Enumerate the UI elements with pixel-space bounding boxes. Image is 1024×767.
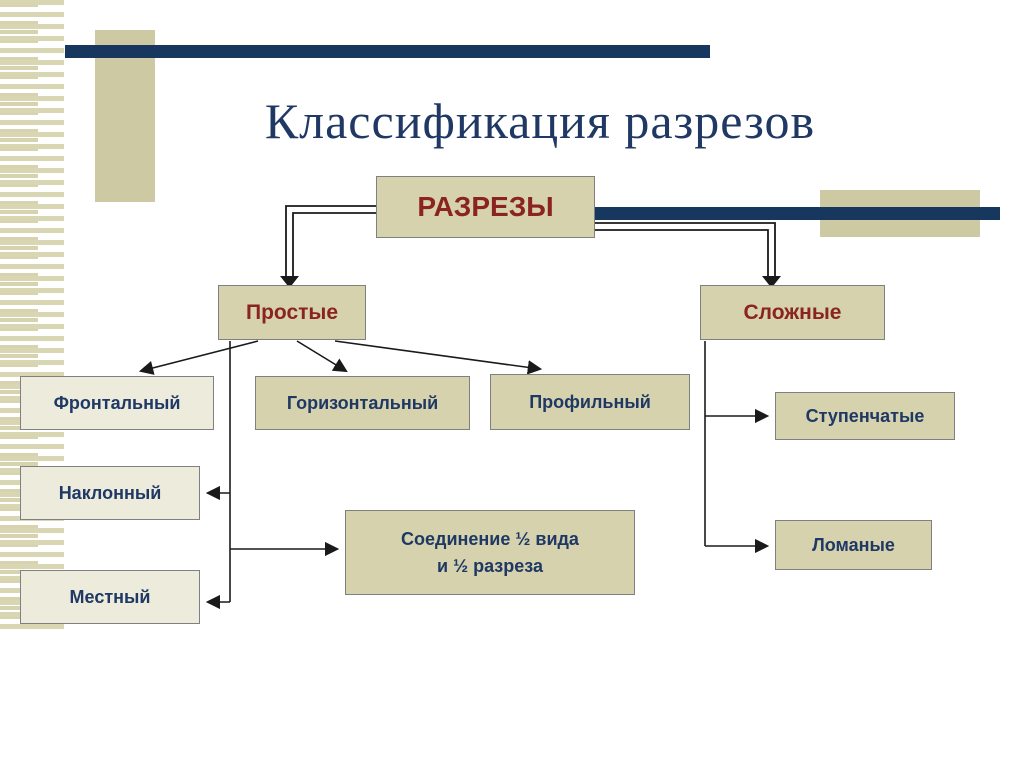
node-frontalny-label: Фронтальный [53,392,181,413]
node-slozhnye: Сложные [700,285,885,340]
node-naklonny: Наклонный [20,466,200,520]
node-soedinenie-label: Соединение ½ вида и ½ разреза [401,526,579,578]
left-stripe-decoration [0,0,88,632]
top-navy-bar [65,45,710,58]
node-gorizontalny-label: Горизонтальный [286,392,439,413]
node-prostye: Простые [218,285,366,340]
node-lomanye-label: Ломаные [812,534,895,555]
node-profilny-label: Профильный [529,391,651,412]
node-razrezy-label: РАЗРЕЗЫ [417,191,554,222]
slide-title: Классификация разрезов [264,93,816,149]
node-slozhnye-label: Сложные [743,300,842,324]
node-stupenchatye-label: Ступенчатые [805,405,925,426]
node-soedinenie: Соединение ½ вида и ½ разреза [345,510,635,595]
node-stupenchatye: Ступенчатые [775,392,955,440]
node-razrezy: РАЗРЕЗЫ [376,176,595,238]
node-prostye-label: Простые [245,300,339,324]
top-left-accent-rectangle [95,30,155,202]
node-mestny-label: Местный [69,586,151,607]
node-mestny: Местный [20,570,200,624]
node-naklonny-label: Наклонный [58,482,162,503]
node-lomanye: Ломаные [775,520,932,570]
right-navy-bar [593,207,1000,220]
node-gorizontalny: Горизонтальный [255,376,470,430]
node-soedinenie-line2: и ½ разреза [437,555,543,576]
node-profilny: Профильный [490,374,690,430]
node-frontalny: Фронтальный [20,376,214,430]
node-soedinenie-line1: Соединение ½ вида [401,529,579,550]
